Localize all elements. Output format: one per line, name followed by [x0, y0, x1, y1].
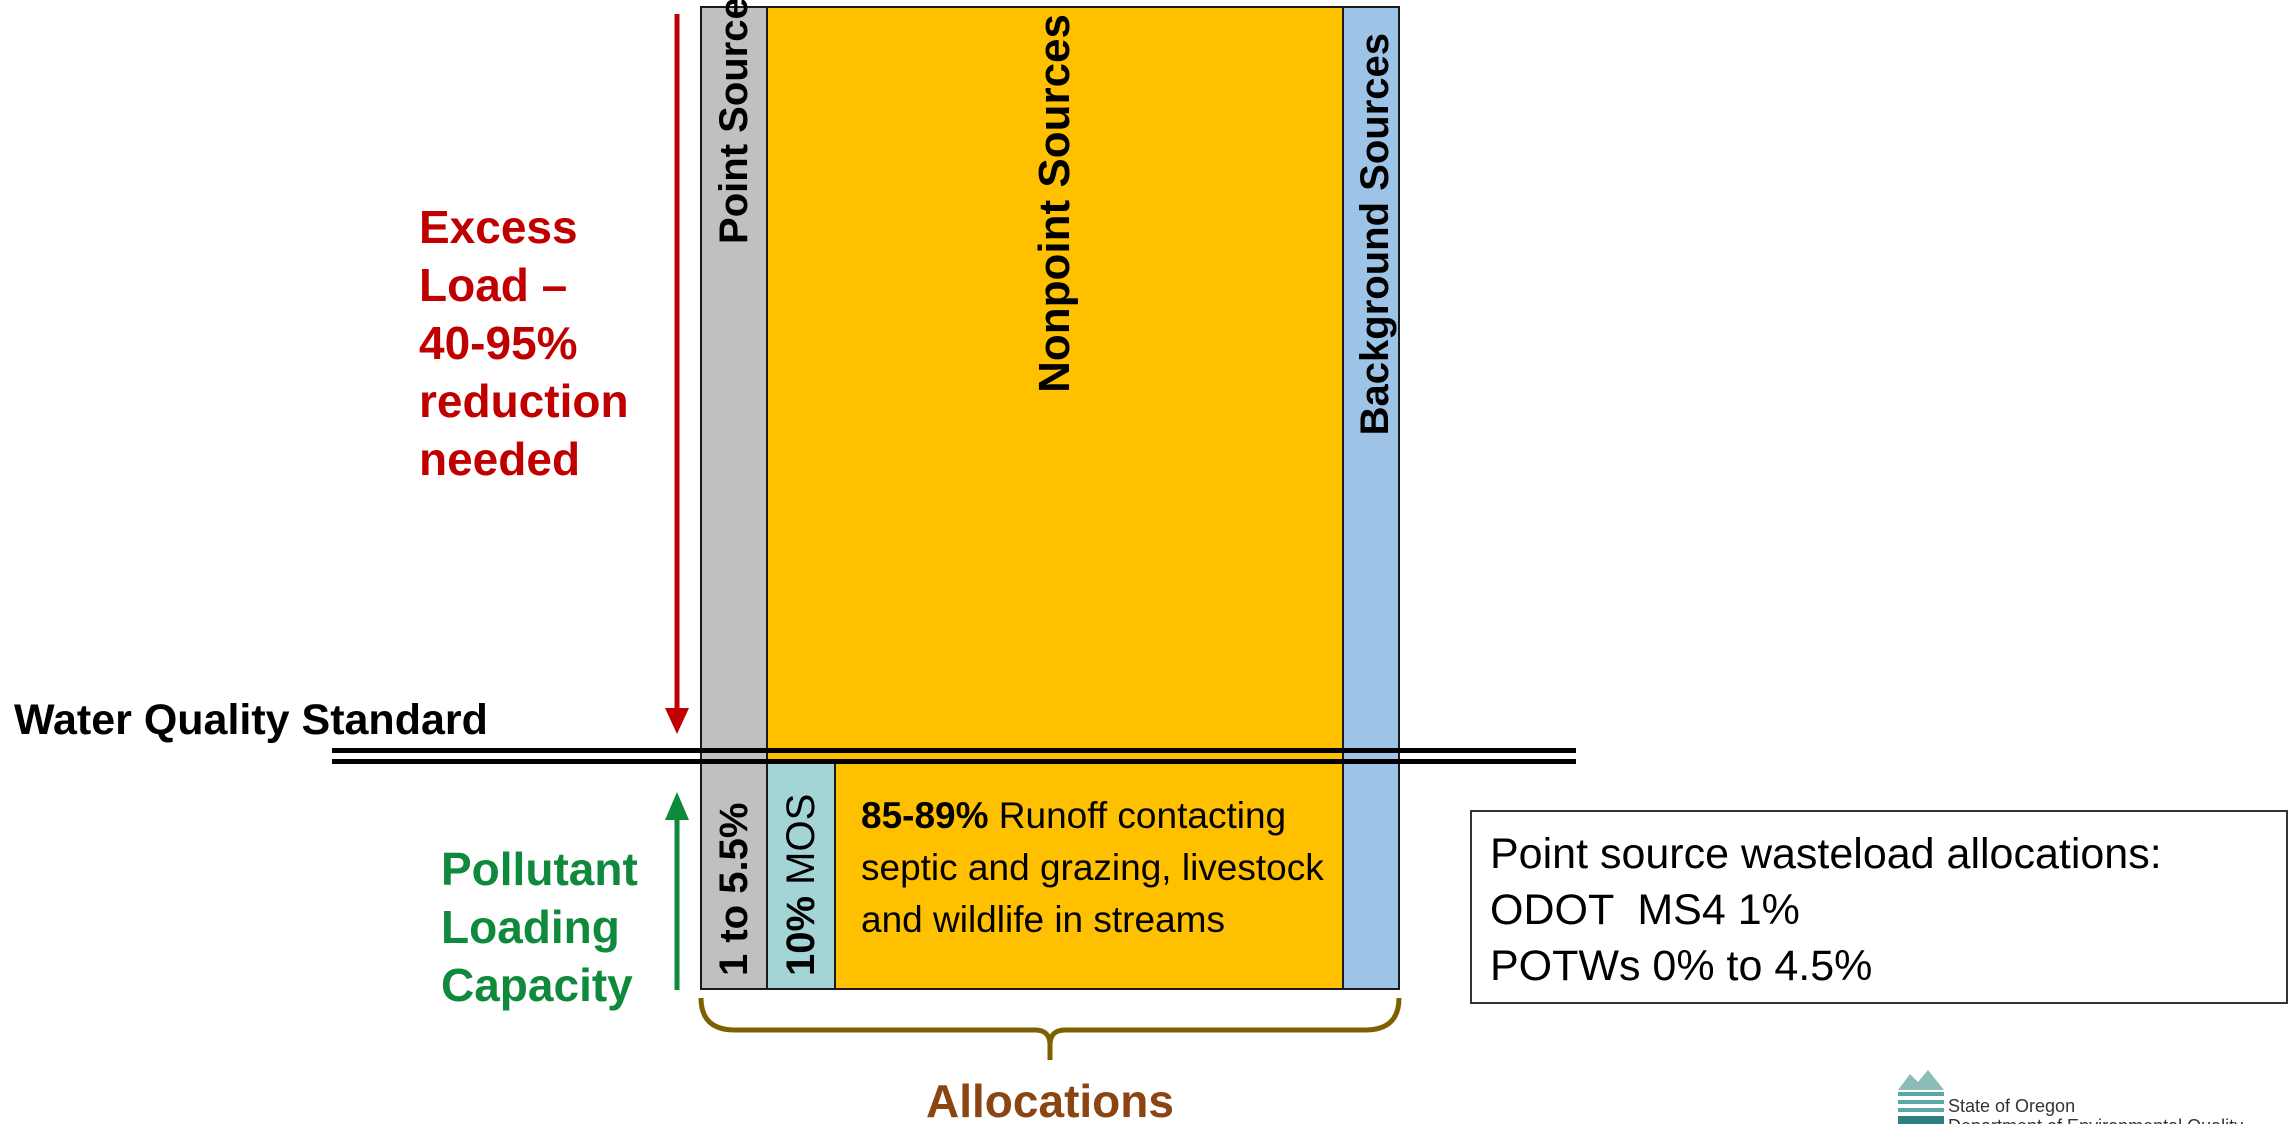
mos-block — [766, 762, 836, 990]
wasteload-line1: ODOT MS4 1% — [1490, 886, 1800, 934]
logo-state-text: State of Oregon — [1948, 1096, 2076, 1116]
standard-line-bottom — [332, 759, 1576, 764]
standard-label: Water Quality Standard — [14, 696, 488, 744]
excess-line-3: 40-95% — [419, 317, 578, 369]
wasteload-title: Point source wasteload allocations: — [1490, 830, 2162, 878]
background-sources-column — [1342, 6, 1400, 990]
point-sources-column — [700, 6, 768, 990]
excess-line-1: Excess — [419, 201, 578, 253]
nonpoint-line2: septic and grazing, livestock — [861, 847, 1324, 888]
logo-dept-text: Department of Environmental Quality — [1948, 1116, 2243, 1124]
excess-line-4: reduction — [419, 375, 629, 427]
wasteload-box: Point source wasteload allocations: ODOT… — [1470, 810, 2288, 1004]
allocations-label: Allocations — [926, 1075, 1174, 1127]
nonpoint-line1: Runoff contacting — [988, 795, 1287, 836]
loading-capacity-text: Pollutant Loading Capacity — [441, 840, 638, 1014]
excess-load-text: Excess Load – 40-95% reduction needed — [419, 198, 629, 488]
capacity-line-3: Capacity — [441, 959, 633, 1011]
excess-line-5: needed — [419, 433, 581, 485]
standard-line-top — [332, 748, 1576, 753]
capacity-line-1: Pollutant — [441, 843, 638, 895]
wasteload-line2: POTWs 0% to 4.5% — [1490, 942, 1873, 990]
nonpoint-line3: and wildlife in streams — [861, 899, 1225, 940]
nonpoint-sources-column — [766, 6, 1344, 990]
logo-mountain-icon — [1898, 1070, 1944, 1124]
capacity-line-2: Loading — [441, 901, 620, 953]
excess-line-2: Load – — [419, 259, 568, 311]
nonpoint-percent: 85-89% — [861, 795, 989, 836]
nonpoint-allocation-text: 85-89% Runoff contacting septic and graz… — [861, 790, 1324, 946]
oregon-deq-logo: State of Oregon Department of Environmen… — [1896, 1066, 2288, 1124]
